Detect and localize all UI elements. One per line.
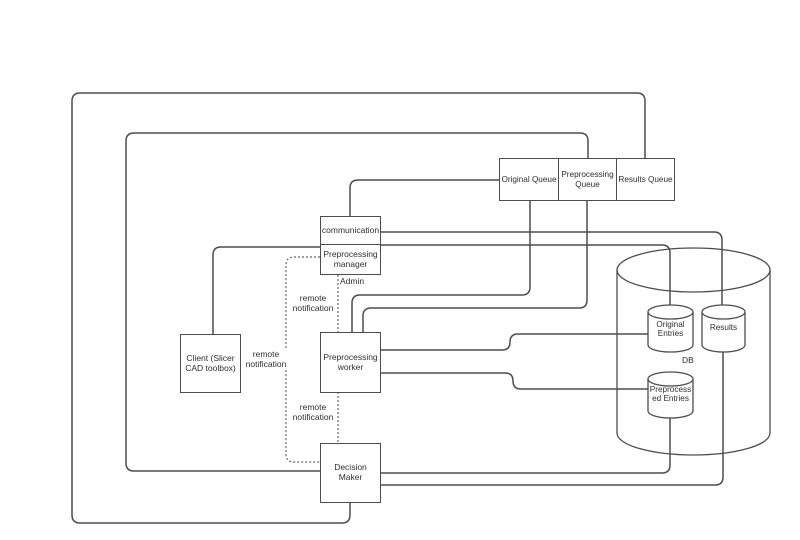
node-results-store-label: Results [709, 323, 738, 332]
edge-label-admin: Admin [340, 276, 365, 287]
edge-decision-maker-to-results-queue [71, 92, 646, 524]
edge-client-to-manager [212, 246, 320, 335]
edge-communication-to-results-store [381, 231, 723, 305]
edge-label-remote-notification-top: remote notification [289, 293, 337, 314]
node-preprocessing-worker: Preprocessing worker [320, 332, 381, 393]
node-client: Client (Slicer CAD toolbox) [180, 334, 241, 393]
original-entries-cylinder [647, 304, 694, 353]
queue-group: Original Queue Preprocessing Queue Resul… [499, 158, 675, 201]
edge-preprocessed-entries-to-decision-maker [381, 418, 671, 474]
edge-communication-to-original-entries [381, 244, 671, 305]
db-cylinder [616, 247, 771, 456]
communication-manager-stack: communication Preprocessing manager [320, 216, 381, 275]
edge-manager-to-decision-maker-remote [285, 256, 320, 463]
edge-label-remote-notification-left: remote notification [242, 349, 290, 370]
db-label: DB [682, 355, 694, 366]
node-decision-maker: Decision Maker [320, 443, 381, 503]
edge-label-remote-notification-bottom: remote notification [289, 402, 337, 423]
edge-decision-maker-to-preprocessing-queue [125, 132, 589, 472]
edge-results-store-to-decision-maker [381, 352, 724, 486]
edge-original-queue-to-worker [351, 201, 531, 332]
node-original-entries-label: Original Entries [656, 320, 685, 339]
preprocessed-entries-cylinder [647, 371, 694, 419]
node-preprocessed-entries-label: Preprocessed Entries [649, 385, 692, 404]
edge-worker-to-original-entries [381, 333, 648, 351]
node-preprocessing-queue: Preprocessing Queue [558, 159, 616, 200]
edge-worker-to-preprocessed-entries [381, 372, 648, 390]
node-preprocessing-manager: Preprocessing manager [321, 244, 380, 274]
node-results-queue: Results Queue [616, 159, 674, 200]
edge-preprocessing-queue-to-worker [362, 201, 588, 332]
node-communication: communication [321, 224, 380, 235]
results-cylinder [701, 304, 746, 353]
edge-communication-to-original-queue [349, 179, 499, 216]
node-original-queue: Original Queue [501, 174, 557, 184]
